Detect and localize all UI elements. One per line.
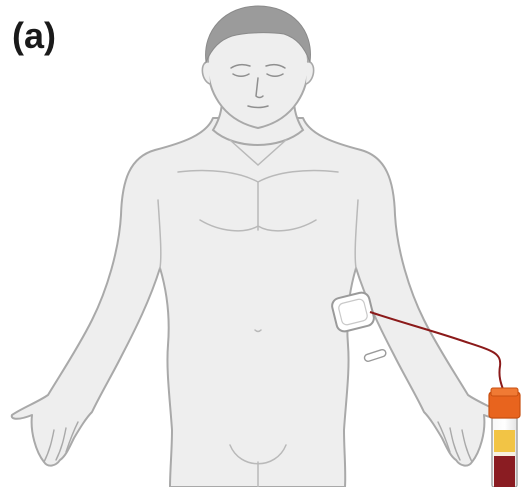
tube-cap-top xyxy=(491,388,518,396)
body-silhouette xyxy=(12,118,505,487)
plasma-layer xyxy=(494,430,515,452)
ear-right xyxy=(306,62,314,84)
ear-left xyxy=(202,62,210,84)
blood-layer xyxy=(494,456,515,487)
blood-collection-tube xyxy=(489,388,520,487)
arm-clip xyxy=(364,349,387,362)
buffy-coat-layer xyxy=(494,452,515,456)
